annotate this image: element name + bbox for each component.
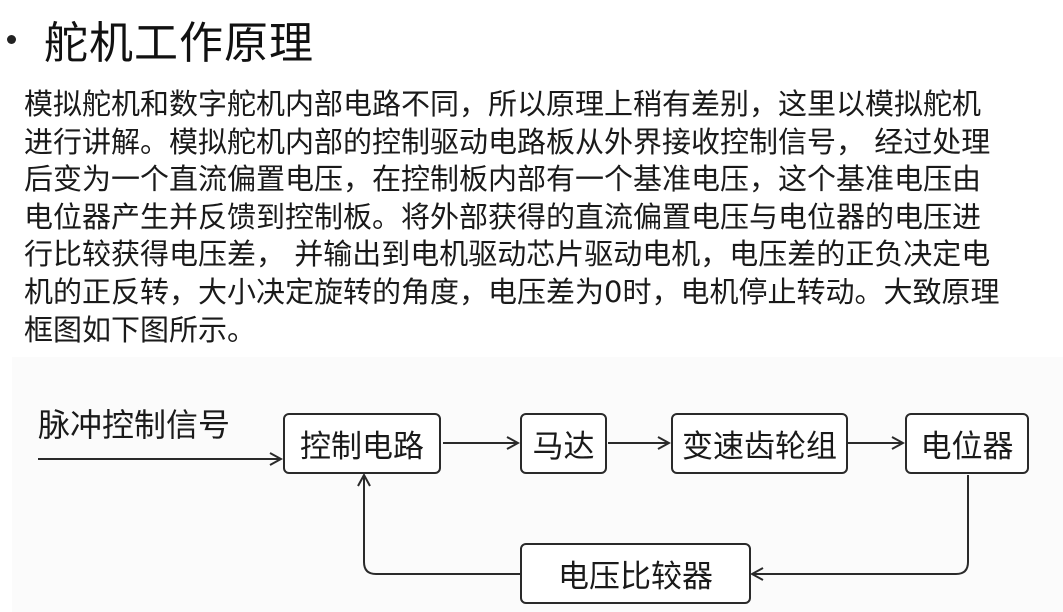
bullet-icon [7,34,16,44]
paragraph-line: 电位器产生并反馈到控制板。将外部获得的直流偏置电压与电位器的电压进 [24,199,982,234]
voltage-comparator-box: 电压比较器 [520,543,751,604]
paragraph-line: 模拟舵机和数字舵机内部电路不同，所以原理上稍有差别，这里以模拟舵机 [24,87,982,121]
paragraph-line: 机的正反转，大小决定旋转的角度，电压差为0时，电机停止转动。大致原理 [24,274,1000,309]
paragraph-line: 行比较获得电压差， 并输出到电机驱动芯片驱动电机，电压差的正负决定电 [24,237,991,272]
paragraph-line: 后变为一个直流偏置电压，在控制板内部有一个基准电压，这个基准电压由 [24,162,982,197]
control-circuit-box: 控制电路 [283,413,441,474]
potentiometer-box: 电位器 [905,413,1029,474]
paragraph-line: 框图如下图所示。 [24,312,257,347]
body-paragraph: 模拟舵机和数字舵机内部电路不同，所以原理上稍有差别，这里以模拟舵机 进行讲解。模… [24,86,1060,349]
slide-title: 舵机工作原理 [44,18,314,69]
gearbox-box: 变速齿轮组 [671,413,848,474]
motor-box: 马达 [520,413,607,474]
paragraph-line: 进行讲解。模拟舵机内部的控制驱动电路板从外界接收控制信号， 经过处理 [24,124,991,159]
slide-title-row: 舵机工作原理 [0,6,314,72]
input-signal-label: 脉冲控制信号 [38,406,231,444]
